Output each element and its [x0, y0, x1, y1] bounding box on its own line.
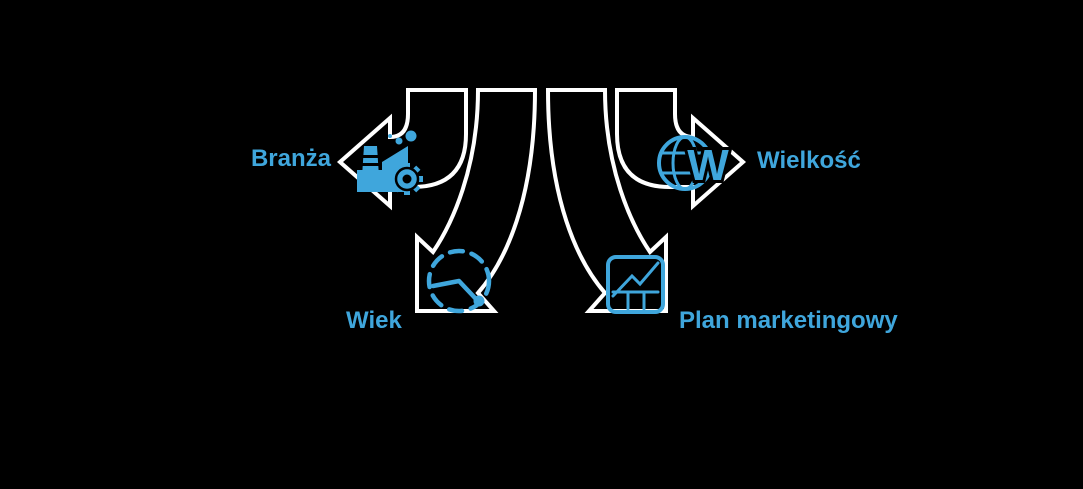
- branch-label-plan-marketingowy: Plan marketingowy: [679, 307, 898, 334]
- dashed-clock-icon: [426, 248, 492, 314]
- chimney-band: [360, 155, 383, 158]
- chart-trend-line: [611, 261, 660, 298]
- gear-icon: [391, 163, 423, 195]
- factory-gear-icon: [357, 130, 423, 195]
- branch-label-wielkosc: Wielkość: [757, 147, 861, 174]
- smoke-puff-large: [405, 130, 417, 142]
- branch-label-branza: Branża: [250, 145, 331, 172]
- chart-panel-icon: [606, 255, 665, 314]
- smoke-puff-dot: [388, 134, 392, 138]
- arrow-down-left: [415, 88, 538, 313]
- chart-frame: [606, 255, 665, 314]
- chart-grid: [611, 290, 660, 311]
- clock-hands: [430, 278, 479, 302]
- globe-www-icon: W: [657, 135, 732, 193]
- smoke-puff-small: [395, 137, 403, 145]
- chimney-band: [360, 163, 383, 166]
- globe-latitudes: [660, 151, 708, 175]
- branch-label-wiek: Wiek: [346, 307, 402, 334]
- clock-hand-dot: [473, 295, 485, 307]
- clock-ring: [426, 248, 492, 314]
- globe-w-letter: W: [687, 141, 729, 190]
- globe-meridian: [671, 135, 699, 191]
